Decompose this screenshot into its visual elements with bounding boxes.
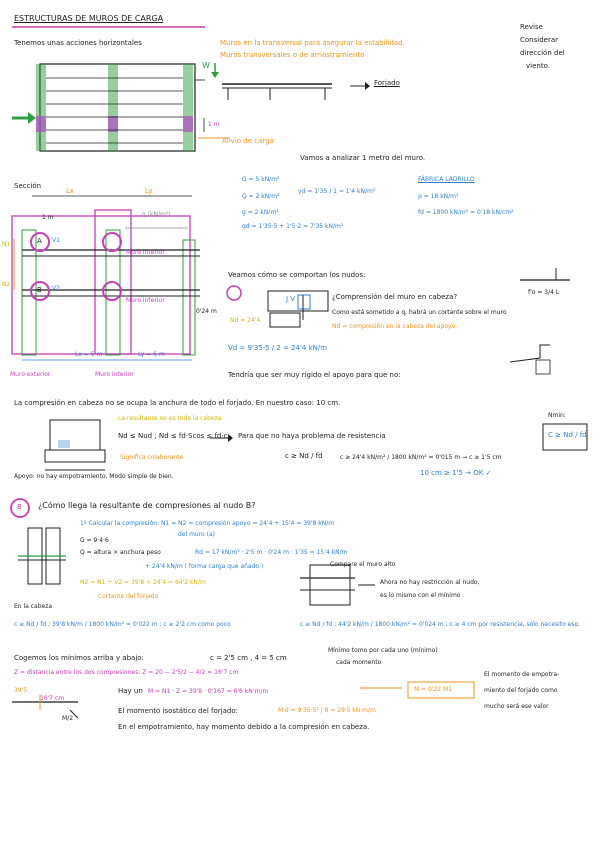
part-b-drawing	[10, 498, 475, 719]
part-b-dim1: 39'5	[14, 687, 28, 694]
compression-formula: Nd ≤ Nud ; Nd ≤ fd·Scos ≤ fd·c	[118, 432, 228, 440]
side-note-1: Revise	[520, 23, 543, 31]
section-a: A	[37, 237, 42, 245]
part-b-right3: mucho será ese valor	[484, 703, 549, 710]
page-title: ESTRUCTURAS DE MUROS DE CARGA	[14, 14, 164, 23]
intro-text: Tenemos unas acciones horizontales	[14, 39, 142, 47]
nudos-q1: ¿Comprensión del muro en cabeza?	[332, 293, 458, 301]
section-n1: N1	[2, 241, 11, 248]
section-v1: V1	[52, 237, 60, 244]
nudos-tendria: Tendría que ser muy rígido el apoyo para…	[228, 371, 401, 379]
part-b-plus: + 24'4 kN/m ( forma carga que añado )	[145, 563, 264, 570]
part-b-dim3: M/2	[62, 715, 74, 722]
part-b-c-vals: c = 2'5 cm , 4 = 5 cm	[210, 654, 287, 662]
nudos-title: Veamos cómo se comportan los nudos:	[228, 271, 366, 279]
forjado-sketch	[198, 63, 370, 139]
walls-note-2: Muros transversales o de arriostramiento	[220, 51, 365, 59]
compression-c-ge: c ≥ Nd / fd	[285, 452, 323, 460]
section-ly: Ly	[145, 187, 153, 195]
section-lx: Lx	[66, 187, 75, 195]
part-b-q-line: Q = altura × anchura peso	[80, 549, 161, 556]
nudos-desc1: Como está sometido a q, habrá un cortant…	[332, 309, 507, 316]
part-b-question: ¿Cómo llega la resultante de compresione…	[38, 501, 256, 510]
nudos-desc2: Nd = compresión en la cabeza del apoyo.	[332, 323, 458, 330]
compression-apoyo: Apoyo: no hay empotramiento. Modo simple…	[14, 473, 174, 480]
load-q: Q = 2 kN/m²	[242, 193, 280, 200]
section-v2: V2	[52, 285, 60, 292]
part-b-isos: El momento isostático del forjado:	[118, 707, 238, 715]
forjado-label: Forjado	[374, 79, 400, 87]
plan-drawing	[12, 63, 205, 152]
dim-1m: 1 m	[208, 121, 220, 128]
compression-resultante: La resultante no es toda la cabeza	[118, 415, 222, 422]
side-note-2: Considerar	[520, 36, 558, 44]
part-b-right1: El momento de empotra-	[484, 671, 560, 678]
compression-intro: La compresión en cabeza no se ocupa la a…	[14, 399, 341, 407]
part-b-step1b: del muro (a)	[178, 531, 215, 538]
compression-nmin: Nmin:	[548, 412, 566, 419]
part-b-dim2: 16'7 cm	[40, 695, 65, 702]
nudos-jv: J V	[286, 295, 296, 303]
part-b-empot: En el empotramiento, hay momento debido …	[118, 723, 370, 731]
part-b-rd: Rd = 17 kN/m³ · 2'5 m · 0'24 m · 1'35 = …	[195, 549, 348, 556]
part-b-c1: c ≥ Nd / fd ; 39'8 kN/m / 1800 kN/m² = 0…	[14, 621, 231, 628]
part-b-ahora: Ahora no hay restricción al nudo,	[380, 579, 480, 586]
part-b-step1: 1º Calcular la compresión: N1 = N2 = com…	[80, 520, 335, 527]
side-note-4: viento.	[526, 62, 550, 70]
walls-note-1: Muros en la transversal para asegurar la…	[220, 39, 405, 47]
nudo-a-sketch	[226, 268, 570, 375]
part-b-ahora2: es lo mismo con el mínimo	[380, 592, 461, 599]
muro-exterior: Muro exterior	[10, 371, 51, 378]
load-qd: qd = 1'35·5 + 1'5·2 = 7'35 kN/m²	[242, 223, 344, 230]
part-b-minimo: Mínimo tomo por cada uno (mínimo)	[328, 647, 438, 654]
section-label: Sección	[14, 182, 42, 190]
part-b-mbox: M = 0'22 M1	[414, 686, 453, 693]
part-b-minimo2: cada momento	[336, 659, 382, 666]
load-note: Alivio de carga	[222, 137, 274, 145]
fabric-fd: fd = 1800 kN/m² = 0'18 kN/cm²	[418, 209, 514, 216]
section-1m: 1 m	[42, 214, 54, 221]
section-ly-val: Ly = 6 m	[138, 351, 165, 358]
part-b-right2: miento del forjado como	[484, 687, 558, 694]
part-b-cortante: Cortante del forjado	[98, 593, 159, 600]
compression-c-val: c ≥ 24'4 kN/m² / 1800 kN/m² = 0'015 m → …	[340, 454, 502, 461]
fabric-title: FÁBRICA LADRILLO	[418, 176, 475, 183]
analyze-note: Vamos a analizar 1 metro del muro.	[300, 154, 426, 162]
section-b: B	[37, 286, 42, 294]
w-label: W	[202, 61, 210, 70]
load-g2: g = 2 kN/m²	[242, 209, 279, 216]
part-b-z: Z = distancia entre los dos compresiones…	[14, 669, 239, 676]
side-note-3: dirección del	[520, 49, 565, 57]
nudos-nd: Nd = 24'4	[230, 317, 261, 324]
part-b-cogemos: Cogemos los mínimos arriba y abajo:	[14, 654, 144, 662]
part-b-apoyo-nudo: Compare el muro alto	[330, 561, 396, 568]
muro-interior-1: Muro interior	[126, 249, 165, 256]
compression-significa: Significa colaborante	[120, 454, 184, 461]
compression-cbox: C ≥ Nd / fd	[548, 431, 587, 439]
section-h: 0'24 m	[196, 308, 217, 315]
load-gamma: γd = 1'35 / 1 = 1'4 kN/m²	[298, 188, 376, 195]
part-b-hay-val: M = N1 · Z = 39'8 · 0'167 = 6'6 kN·m/m	[148, 688, 269, 695]
muro-interior-2: Muro interior	[126, 297, 165, 304]
compression-ok: 10 cm ≥ 1'5 → OK ✓	[420, 469, 492, 477]
muro-interior-3: Muro interior	[95, 371, 134, 378]
part-b-cabeza: En la cabeza	[14, 603, 53, 610]
load-g: G = 5 kN/m²	[242, 176, 280, 183]
nudos-fo: f'o = 3/4 L	[528, 289, 560, 296]
nudos-vd: Vd = 9'35·5 / 2 = 24'4 kN/m	[228, 344, 328, 352]
section-n2: N2	[2, 281, 11, 288]
compression-for-text: Para que no haya problema de resistencia	[238, 432, 386, 440]
part-b-label: B	[17, 503, 22, 511]
part-b-hay: Hay un	[118, 687, 143, 695]
part-b-g-line: G = 9·4·6	[80, 537, 109, 544]
part-b-n2: N2 = N1 + V2 = 39'8 + 24'4 = 64'2 kN/m	[80, 579, 206, 586]
section-drawing	[11, 195, 200, 361]
compression-detail	[44, 419, 588, 471]
section-lx-val: Lx = 5 m	[75, 351, 103, 358]
section-load: q (kN/m²)	[142, 211, 171, 218]
part-b-isos-val: M'd = 9'35·5² / 8 = 29'5 kN·m/m	[278, 707, 376, 714]
part-b-c2: c ≥ Nd / fd ; 44'2 kN/m / 1800 kN/m² = 0…	[300, 621, 581, 628]
fabric-rho: ρ = 18 kN/m³	[418, 193, 459, 200]
